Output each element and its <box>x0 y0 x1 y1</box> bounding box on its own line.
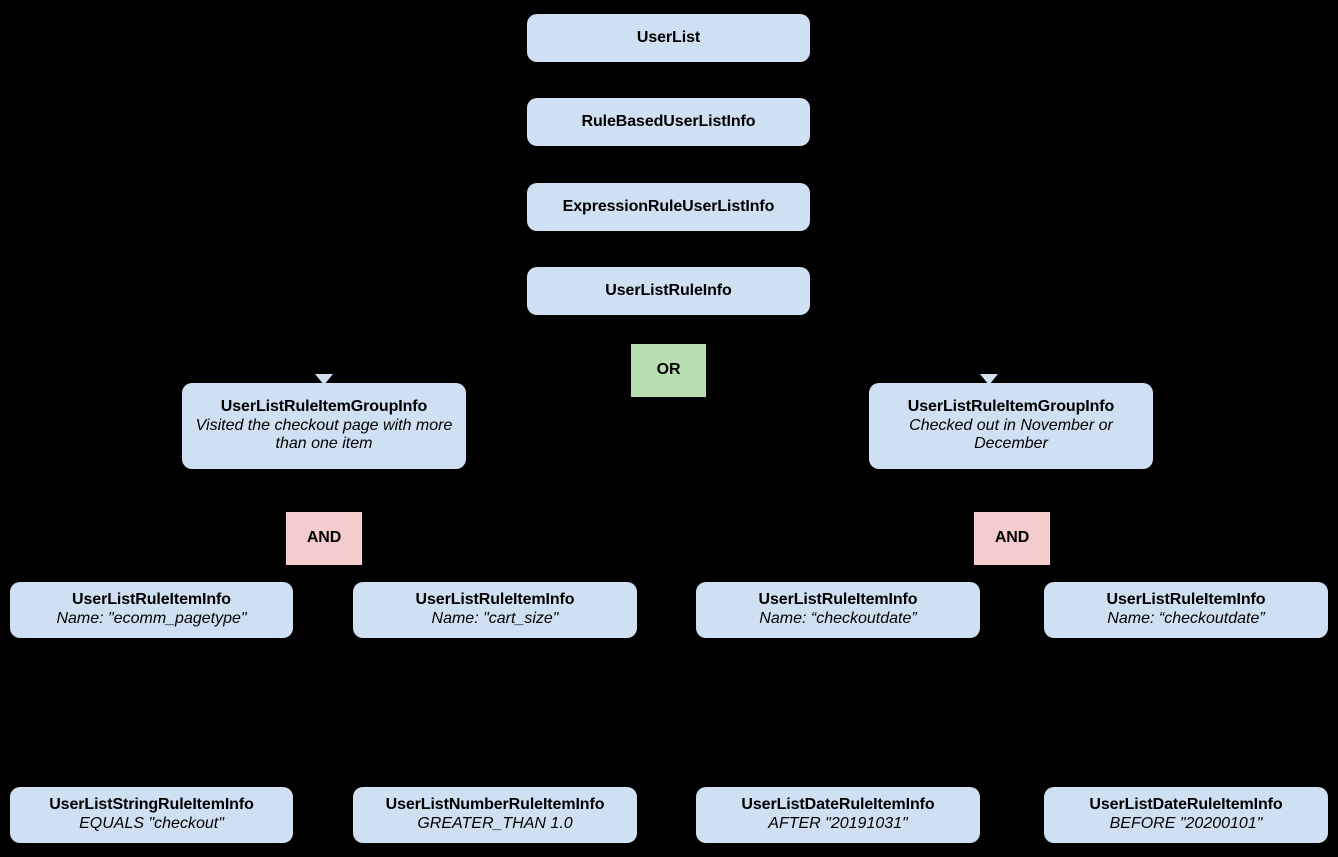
node-leaf-date-rule-item-after[interactable]: UserListDateRuleItemInfo AFTER "20191031… <box>696 787 980 843</box>
node-title: UserListRuleItemGroupInfo <box>220 398 428 416</box>
node-subtitle: Name: “checkoutdate” <box>759 610 917 627</box>
node-rule-item-3[interactable]: UserListRuleItemInfo Name: “checkoutdate… <box>696 582 980 638</box>
node-title: UserListRuleItemInfo <box>415 591 575 609</box>
node-title: UserListStringRuleItemInfo <box>49 796 254 814</box>
edge-arrow-to-group-left <box>315 374 333 385</box>
node-leaf-date-rule-item-before[interactable]: UserListDateRuleItemInfo BEFORE "2020010… <box>1044 787 1328 843</box>
node-subtitle: Name: "cart_size" <box>431 610 559 627</box>
node-title: ExpressionRuleUserListInfo <box>562 197 775 215</box>
node-user-list[interactable]: UserList <box>527 14 810 62</box>
node-subtitle: Visited the checkout page with more than… <box>195 416 453 453</box>
node-title: UserListNumberRuleItemInfo <box>385 796 605 814</box>
node-title: UserListRuleItemInfo <box>72 591 231 609</box>
node-group-left[interactable]: UserListRuleItemGroupInfo Visited the ch… <box>182 383 466 469</box>
node-leaf-string-rule-item[interactable]: UserListStringRuleItemInfo EQUALS "check… <box>10 787 293 843</box>
node-title: UserList <box>636 28 701 46</box>
node-leaf-number-rule-item[interactable]: UserListNumberRuleItemInfo GREATER_THAN … <box>353 787 637 843</box>
node-title: UserListRuleItemInfo <box>1106 591 1266 609</box>
node-subtitle: BEFORE "20200101" <box>1109 815 1263 832</box>
node-or-operator[interactable]: OR <box>631 344 706 397</box>
node-group-right[interactable]: UserListRuleItemGroupInfo Checked out in… <box>869 383 1153 469</box>
operator-label: AND <box>994 529 1030 547</box>
node-subtitle: Name: “checkoutdate” <box>1107 610 1265 627</box>
node-subtitle: Checked out in November or December <box>909 416 1113 453</box>
node-subtitle: EQUALS "checkout" <box>79 815 224 832</box>
node-title: UserListRuleInfo <box>605 281 732 299</box>
node-subtitle: GREATER_THAN 1.0 <box>417 815 573 832</box>
node-title: RuleBasedUserListInfo <box>581 112 756 130</box>
node-and-operator-left[interactable]: AND <box>286 512 362 565</box>
operator-label: OR <box>656 361 681 379</box>
operator-label: AND <box>306 529 342 547</box>
node-rule-based-user-list-info[interactable]: RuleBasedUserListInfo <box>527 98 810 146</box>
node-subtitle: Name: "ecomm_pagetype" <box>56 610 247 627</box>
node-user-list-rule-info[interactable]: UserListRuleInfo <box>527 267 810 315</box>
node-subtitle: AFTER "20191031" <box>768 815 908 832</box>
node-rule-item-4[interactable]: UserListRuleItemInfo Name: “checkoutdate… <box>1044 582 1328 638</box>
node-rule-item-1[interactable]: UserListRuleItemInfo Name: "ecomm_pagety… <box>10 582 293 638</box>
node-title: UserListRuleItemInfo <box>758 591 918 609</box>
node-and-operator-right[interactable]: AND <box>974 512 1050 565</box>
node-expression-rule-user-list-info[interactable]: ExpressionRuleUserListInfo <box>527 183 810 231</box>
node-title: UserListDateRuleItemInfo <box>1089 796 1283 814</box>
node-title: UserListRuleItemGroupInfo <box>907 398 1115 416</box>
node-rule-item-2[interactable]: UserListRuleItemInfo Name: "cart_size" <box>353 582 637 638</box>
edge-arrow-to-group-right <box>980 374 998 385</box>
node-title: UserListDateRuleItemInfo <box>741 796 935 814</box>
